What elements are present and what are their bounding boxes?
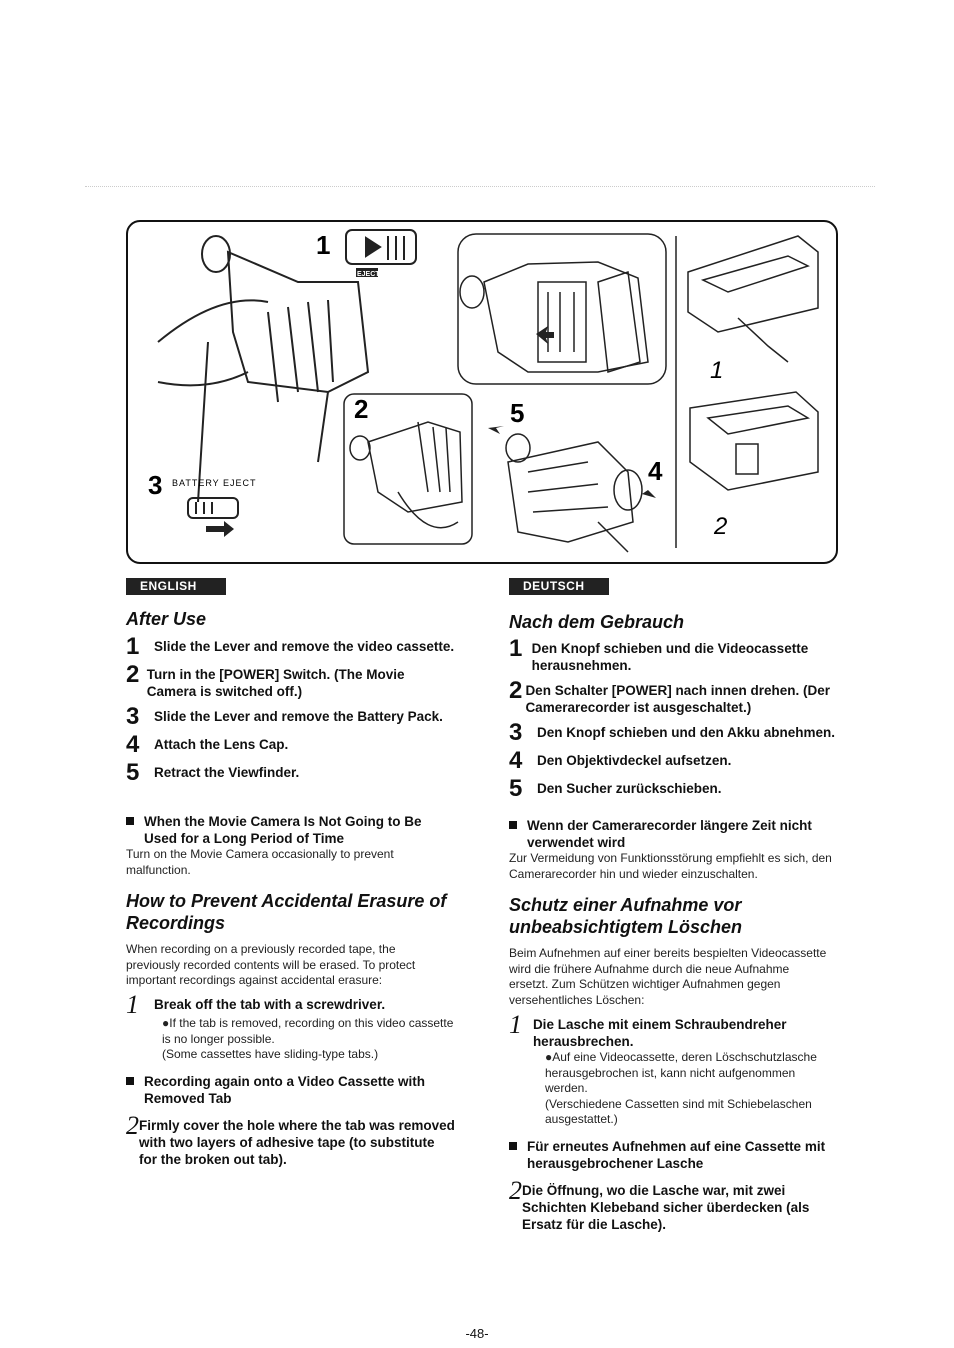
english-long-storage-note: When the Movie Camera Is Not Going to Be… [126,813,456,878]
note-heading-text: Wenn der Camerarecorder längere Zeit nic… [527,818,812,850]
erasure-steps-de: 1 Die Lasche mit einem Schraubendreher h… [509,1010,839,1233]
step-text: Den Objektivdeckel aufsetzen. [537,753,732,768]
erasure-intro: When recording on a previously recorded … [126,942,416,987]
viewfinder-eyepiece [201,235,231,273]
step-item: 2 Die Öffnung, wo die Lasche war, mit zw… [509,1175,839,1233]
step-text: Attach the Lens Cap. [154,737,289,752]
step-item: 3 Slide the Lever and remove the Battery… [126,703,456,730]
step-number: 4 [126,731,140,758]
step-note: (Some cassettes have sliding-type tabs.) [162,1047,379,1061]
cassette-bottom [689,391,819,491]
step-text: Retract the Viewfinder. [154,765,300,780]
tab-callout-2: 2 [713,513,727,540]
bullet-square-icon [509,821,517,829]
step-number: 1 [126,633,140,660]
nach-dem-gebrauch-heading: Nach dem Gebrauch [509,612,685,632]
step-item: 2 Den Schalter [POWER] nach innen drehen… [509,677,839,716]
step-item: 4 Den Objektivdeckel aufsetzen. [509,747,839,774]
step-text: Den Sucher zurückschieben. [537,781,722,796]
eject-switch-box [345,229,417,265]
step2-panel [343,393,473,545]
step-item: 2 Firmly cover the hole where the tab wa… [126,1110,456,1168]
callout-2: 2 [354,394,368,424]
step-note: ●Auf eine Videocassette, deren Löschschu… [545,1050,817,1095]
arrow-right-icon [206,521,234,537]
step-text: Den Schalter [POWER] nach innen drehen. … [525,683,830,715]
bullet-heading: Für erneutes Aufnehmen auf eine Cassette… [509,1138,839,1172]
step-text: Die Lasche mit einem Schraubendreher her… [532,1017,787,1049]
step-note: (Verschiedene Cassetten sind mit Schiebe… [545,1096,812,1127]
bullet-square-icon [126,817,134,825]
cassette-compartment-panel [457,233,667,385]
note-body: Zur Vermeidung von Funktionsstörung empf… [509,851,832,881]
step-item: 5 Retract the Viewfinder. [126,759,456,786]
step-number: 2 [126,1110,139,1140]
step-text: Slide the Lever and remove the video cas… [154,639,455,654]
schutz-intro: Beim Aufnehmen auf einer bereits bespiel… [509,946,827,1007]
deutsch-steps: 1 Den Knopf schieben und die Videocasset… [509,635,839,806]
callout-1: 1 [316,230,330,260]
eject-label-box [356,268,378,277]
battery-eject-label: BATTERY EJECT [172,478,257,488]
step-number: 2 [509,677,523,704]
english-steps: 1 Slide the Lever and remove the video c… [126,633,456,790]
step-item: 2 Turn in the [POWER] Switch. (The Movie… [126,661,456,700]
step-text: Die Öffnung, wo die Lasche war, mit zwei… [522,1182,810,1232]
cassette-top [687,235,819,333]
callout-3: 3 [148,470,162,500]
bullet-heading-text: Recording again onto a Video Cassette wi… [144,1073,426,1106]
note-heading: When the Movie Camera Is Not Going to Be… [126,813,456,847]
step-item: 4 Attach the Lens Cap. [126,731,456,758]
step-number: 3 [126,703,140,730]
step-number: 5 [126,759,140,786]
step-text: Slide the Lever and remove the Battery P… [154,709,443,724]
callout-5: 5 [510,398,524,428]
step-item: 1 Break off the tab with a screwdriver. [126,990,456,1019]
bullet-square-icon [126,1076,134,1085]
deutsch-language-tag: DEUTSCH [509,578,609,595]
step-number: 4 [509,747,523,774]
page-number: -48- [465,1326,489,1341]
note-body: Turn on the Movie Camera occasionally to… [126,847,394,877]
step-number: 2 [509,1175,522,1205]
step-item: 3 Den Knopf schieben und den Akku abnehm… [509,719,839,746]
illustration-panel: EJECT 1 2 3 BATTERY EJECT [126,220,838,564]
note-heading: Wenn der Camerarecorder längere Zeit nic… [509,817,839,851]
step-item: 1 Slide the Lever and remove the video c… [126,633,456,660]
note-heading-text: When the Movie Camera Is Not Going to Be… [144,814,422,846]
step-number: 1 [509,635,523,662]
step-number: 1 [509,1010,522,1039]
top-rule [85,186,875,187]
camera-illustration: EJECT 1 2 3 BATTERY EJECT [148,229,819,553]
tab-callout-1: 1 [710,357,723,384]
bullet-heading-text: Für erneutes Aufnehmen auf eine Cassette… [527,1138,826,1171]
deutsch-tag-label: DEUTSCH [517,579,591,593]
english-language-tag: ENGLISH [126,578,226,595]
camera-body-outline [226,250,370,394]
prevent-erasure-heading: How to Prevent Accidental Erasure of Rec… [126,891,447,933]
step-item: 1 Die Lasche mit einem Schraubendreher h… [509,1010,839,1050]
schutz-heading: Schutz einer Aufnahme vor unbeabsichtigt… [509,895,743,937]
step-text: Den Knopf schieben und den Akku abnehmen… [537,725,836,740]
step-text: Break off the tab with a screwdriver. [154,997,386,1012]
step-text: Firmly cover the hole where the tab was … [139,1117,455,1167]
battery-eject-switch [187,497,239,519]
deutsch-long-storage-note: Wenn der Camerarecorder längere Zeit nic… [509,817,839,882]
step-number: 3 [509,719,523,746]
bullet-heading: Recording again onto a Video Cassette wi… [126,1073,456,1107]
after-use-heading: After Use [126,609,207,629]
step-item: 1 Den Knopf schieben und die Videocasset… [509,635,839,674]
step-text: Den Knopf schieben und die Videocassette… [531,641,809,673]
step-note: ●If the tab is removed, recording on thi… [162,1016,454,1046]
callout-4: 4 [648,456,663,486]
eject-label: EJECT [357,271,380,278]
step-number: 2 [126,661,140,688]
step-number: 5 [509,775,523,802]
bullet-square-icon [509,1141,517,1150]
step-text: Turn in the [POWER] Switch. (The Movie C… [146,667,405,699]
english-tag-label: ENGLISH [134,579,203,593]
erasure-steps-en: 1 Break off the tab with a screwdriver. … [126,990,456,1168]
step-item: 5 Den Sucher zurückschieben. [509,775,839,802]
step-number: 1 [126,990,139,1019]
